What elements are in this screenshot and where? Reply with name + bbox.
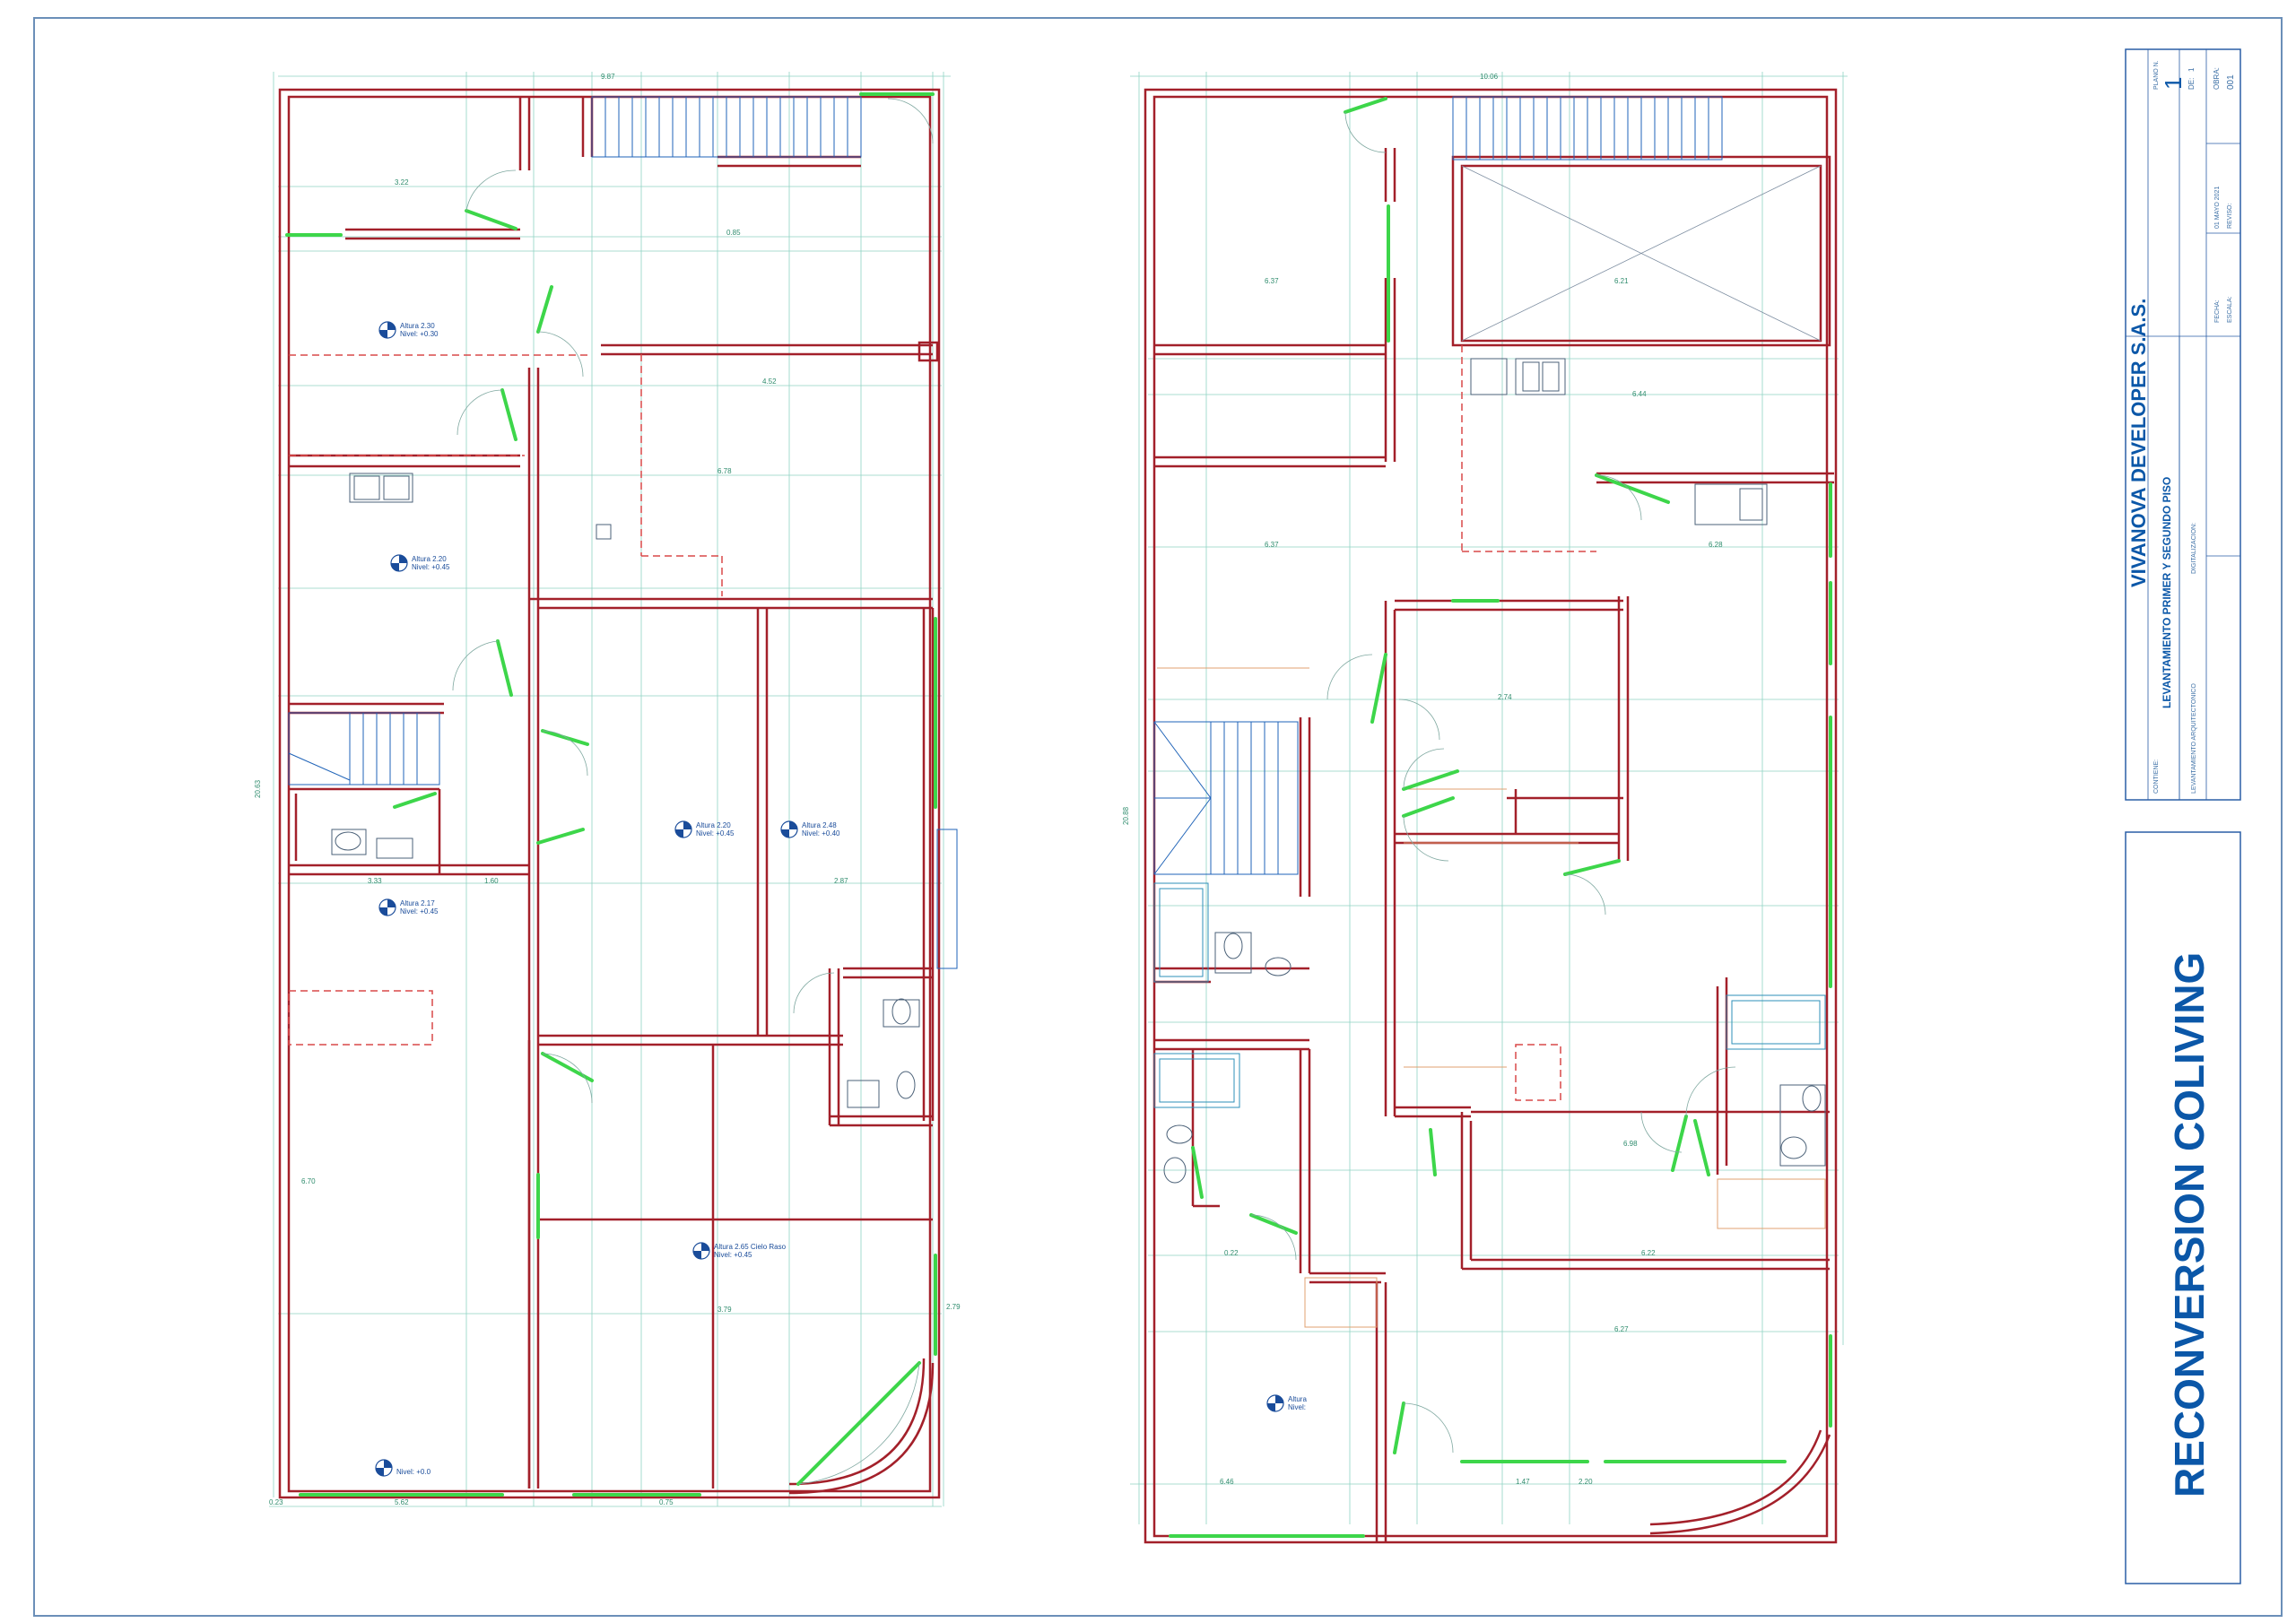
level-marker: Nivel: +0.0 [375, 1459, 431, 1477]
level-marker: Altura 2.48 Nivel: +0.40 [780, 820, 840, 838]
project-name-frame [2125, 831, 2241, 1584]
level-subtext: Nivel: +0.30 [400, 330, 439, 338]
revisado-label: REVISO: [2227, 204, 2233, 229]
right-stairs [1153, 96, 1723, 875]
obra-label: OBRA: [2213, 67, 2221, 90]
escala-label: ESCALA: [2227, 296, 2233, 323]
level-marker: Altura 2.20 Nivel: +0.45 [674, 820, 735, 838]
left-level-markers: Altura 2.30 Nivel: +0.30 Altura 2.20 Niv… [375, 321, 840, 1477]
dim-label: 20.88 [1122, 806, 1130, 825]
level-text: Altura [1288, 1395, 1307, 1403]
dim-label: 6.44 [1632, 390, 1647, 398]
dim-label: 2.74 [1498, 693, 1512, 701]
right-void [1461, 165, 1822, 342]
dim-label: 0.75 [659, 1498, 674, 1506]
dim-label: 6.70 [301, 1177, 316, 1185]
level-subtext: Nivel: +0.45 [412, 563, 450, 571]
left-dimension-labels: 9.87 20.63 3.22 0.85 4.52 6.78 2.87 3.33… [254, 73, 961, 1506]
level-subtext: Nivel: +0.45 [400, 907, 439, 916]
dim-label: 6.46 [1220, 1478, 1234, 1486]
dim-label: 6.37 [1265, 277, 1279, 285]
plano-number: 1 [2160, 77, 2187, 90]
level-subtext: Nivel: +0.45 [696, 829, 735, 838]
level-marker: Altura 2.20 Nivel: +0.45 [390, 554, 450, 572]
left-grid-lines [269, 72, 951, 1507]
right-walls [1144, 88, 1838, 1544]
level-subtext: Nivel: +0.0 [396, 1468, 431, 1476]
content-label: CONTIENE: [2153, 759, 2160, 794]
right-grid-lines [1130, 72, 1848, 1524]
obra-value: 001 [2226, 74, 2236, 90]
dim-label: 3.22 [395, 178, 409, 187]
digitalizacion-label: DIGITALIZACION: [2191, 523, 2197, 574]
dim-label: 2.20 [1578, 1478, 1593, 1486]
level-text: Altura 2.65 Cielo Raso [714, 1243, 787, 1251]
plano-label: PLANO N. [2153, 60, 2160, 90]
level-marker: Altura 2.17 Nivel: +0.45 [378, 898, 439, 916]
dim-label: 6.22 [1641, 1249, 1656, 1257]
de-value: 1 [2187, 67, 2196, 72]
right-openings [1169, 97, 1832, 1538]
de-label: DE: [2187, 78, 2196, 90]
left-door-swings [452, 98, 934, 1485]
title-block-frame [2125, 48, 2241, 801]
left-dashed-lines [288, 354, 723, 1046]
dim-label: 3.33 [368, 877, 382, 885]
floor-plan-second: Altura Nivel: 10.06 20.88 6.37 6.21 6.44… [1122, 72, 1848, 1544]
company-name: VIVANOVA DEVELOPER S.A.S. [2127, 299, 2150, 587]
level-subtext: Nivel: [1288, 1403, 1306, 1411]
floor-plan-first: Altura 2.30 Nivel: +0.30 Altura 2.20 Niv… [254, 72, 961, 1507]
left-walls [278, 88, 941, 1499]
dim-label: 5.62 [395, 1498, 409, 1506]
dim-label: 10.06 [1480, 73, 1499, 81]
dim-label: 9.87 [601, 73, 615, 81]
left-openings [285, 92, 937, 1497]
right-dashed-lines [1461, 345, 1596, 1101]
content-title: LEVANTAMIENTO PRIMER Y SEGUNDO PISO [2161, 477, 2173, 708]
dim-label: 0.22 [1224, 1249, 1239, 1257]
level-subtext: Nivel: +0.45 [714, 1251, 752, 1259]
project-name: RECONVERSION COLIVING [2166, 952, 2213, 1497]
right-door-swings [1250, 111, 1736, 1454]
fecha-label: FECHA: [2214, 299, 2221, 323]
level-text: Altura 2.48 [802, 821, 837, 829]
dim-label: 0.85 [726, 229, 741, 237]
level-marker: Altura 2.65 Cielo Raso Nivel: +0.45 [692, 1242, 787, 1260]
right-orange-lines [1157, 667, 1826, 1328]
level-text: Altura 2.30 [400, 322, 435, 330]
left-stairs [288, 96, 958, 969]
dim-label: 0.23 [269, 1498, 283, 1506]
sheet-border [33, 17, 2283, 1617]
level-marker: Altura 2.30 Nivel: +0.30 [378, 321, 439, 339]
dim-label: 3.79 [718, 1306, 732, 1314]
content-subtitle: LEVANTAMIENTO ARQUITECTONICO [2191, 683, 2197, 794]
dim-label: 6.28 [1709, 541, 1723, 549]
dim-label: 2.79 [946, 1303, 961, 1311]
dim-label: 4.52 [762, 378, 777, 386]
level-text: Altura 2.20 [412, 555, 447, 563]
dim-label: 6.27 [1614, 1325, 1629, 1333]
right-level-markers: Altura Nivel: [1266, 1394, 1307, 1412]
right-fixtures [1153, 358, 1826, 1184]
dim-label: 6.78 [718, 467, 732, 475]
title-block: VIVANOVA DEVELOPER S.A.S. LEVANTAMIENTO … [2125, 48, 2241, 1584]
level-text: Altura 2.20 [696, 821, 731, 829]
left-fixtures [331, 473, 920, 1108]
dim-label: 6.37 [1265, 541, 1279, 549]
dim-label: 2.87 [834, 877, 848, 885]
dim-label: 20.63 [254, 779, 262, 798]
right-dimension-labels: 10.06 20.88 6.37 6.21 6.44 6.37 6.28 2.7… [1122, 73, 1723, 1486]
level-marker: Altura Nivel: [1266, 1394, 1307, 1412]
dim-label: 1.60 [484, 877, 499, 885]
fecha-value: 01 MAYO 2021 [2214, 187, 2221, 229]
dim-label: 6.98 [1623, 1140, 1638, 1148]
dim-label: 1.47 [1516, 1478, 1530, 1486]
level-text: Altura 2.17 [400, 899, 435, 907]
dim-label: 6.21 [1614, 277, 1629, 285]
level-subtext: Nivel: +0.40 [802, 829, 840, 838]
